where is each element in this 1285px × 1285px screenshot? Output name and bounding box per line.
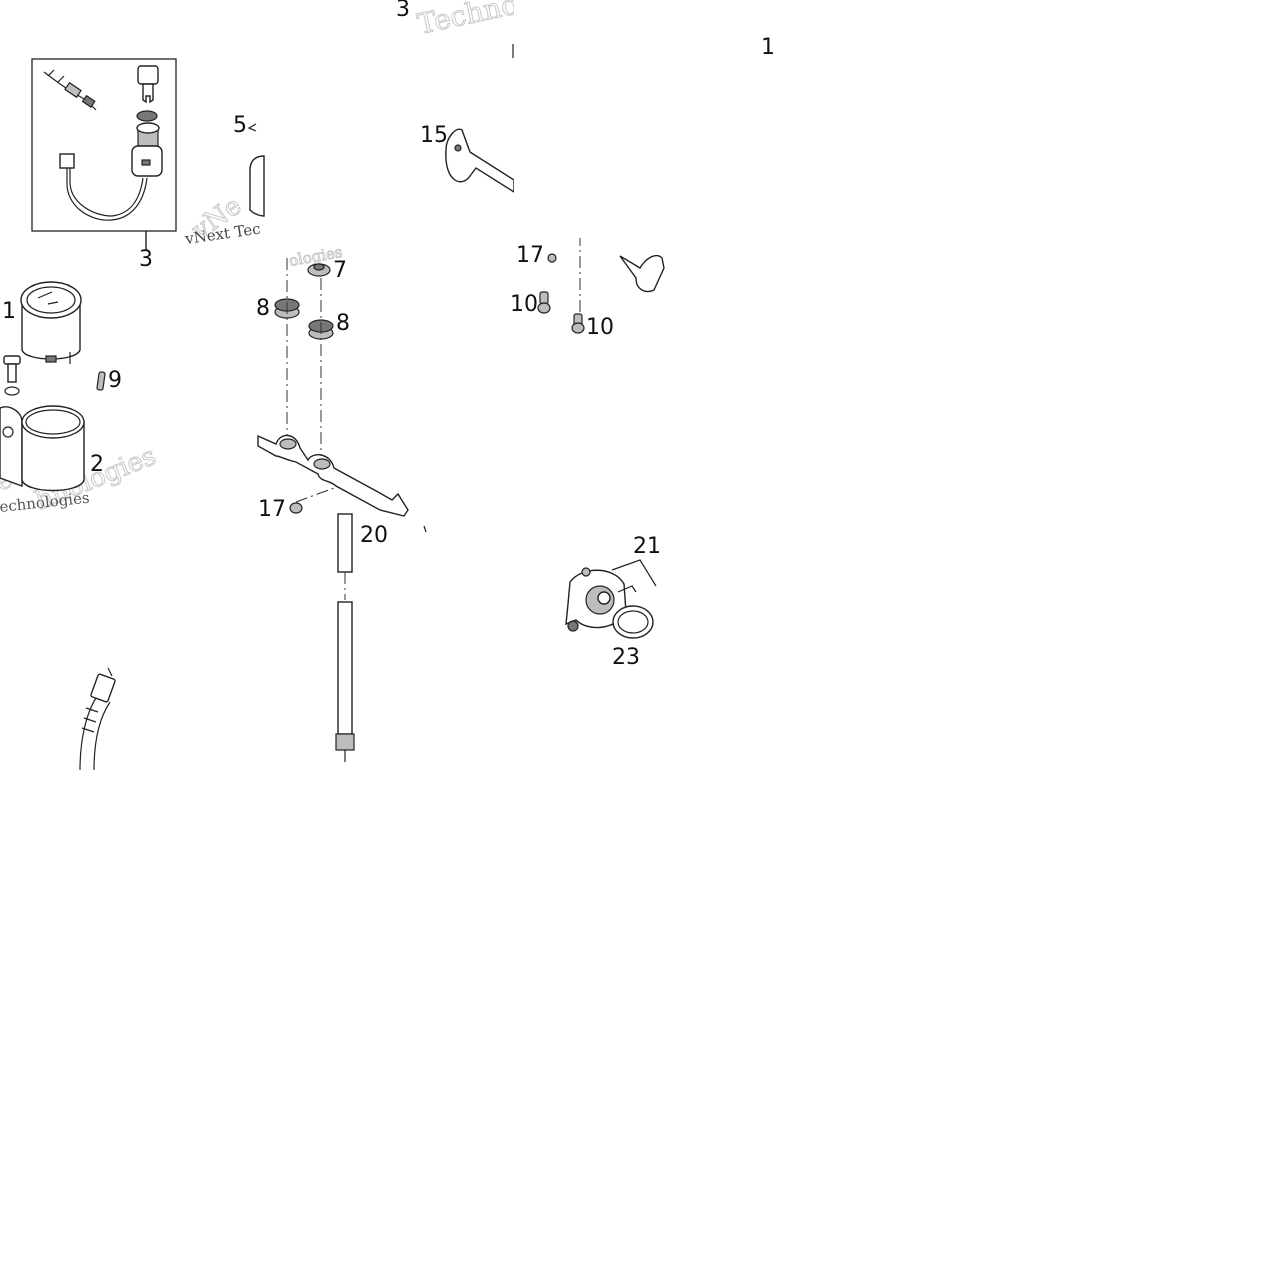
callout-1: 1 [2,299,16,324]
wire-lead-icon [59,153,148,221]
callout-layer: 3 1 5 15 3 7 17 8 8 10 10 1 9 2 17 20 21… [2,0,775,670]
callout-17: 17 [258,497,286,522]
callout-17: 17 [516,243,544,268]
pin-icon [96,371,106,391]
screw-icon [571,313,585,334]
retaining-clip-icon [612,605,654,639]
crop-mask [514,0,674,238]
callout-7: 7 [333,258,347,283]
connector-icon [43,69,97,111]
screw-icon [537,291,551,314]
callout-21: 21 [633,534,661,559]
callout-10: 10 [510,292,538,317]
key-icon [137,65,159,104]
leader-bracket [611,559,657,587]
callout-3: 3 [396,0,410,22]
key-switch-kit [31,58,177,250]
washer-icon [136,110,158,122]
item-5-icon [247,123,265,217]
callout-5: 5 [233,113,247,138]
callout-3: 3 [139,247,153,272]
mounting-plate-icon [257,434,409,517]
callout-10: 10 [586,315,614,340]
speedometer-gauge-icon [20,281,82,364]
callout-20: 20 [360,523,388,548]
nut-icon [307,263,331,277]
callout-1: 1 [761,35,775,60]
crop-mask [666,238,686,318]
callout-23: 23 [612,645,640,670]
callout-8: 8 [256,296,270,321]
speedometer-cable-icon [335,513,355,762]
callout-2: 2 [90,452,104,477]
ignition-switch-icon [131,122,163,177]
screw-icon [289,502,303,514]
callout-9: 9 [108,368,122,393]
flex-cable-icon [79,667,116,771]
callout-8: 8 [336,311,350,336]
bolt-icon [3,355,21,396]
callout-15: 15 [420,123,448,148]
gauge-cup-icon [0,405,85,492]
leader-line [423,525,427,533]
right-bracket-icon [547,234,665,318]
